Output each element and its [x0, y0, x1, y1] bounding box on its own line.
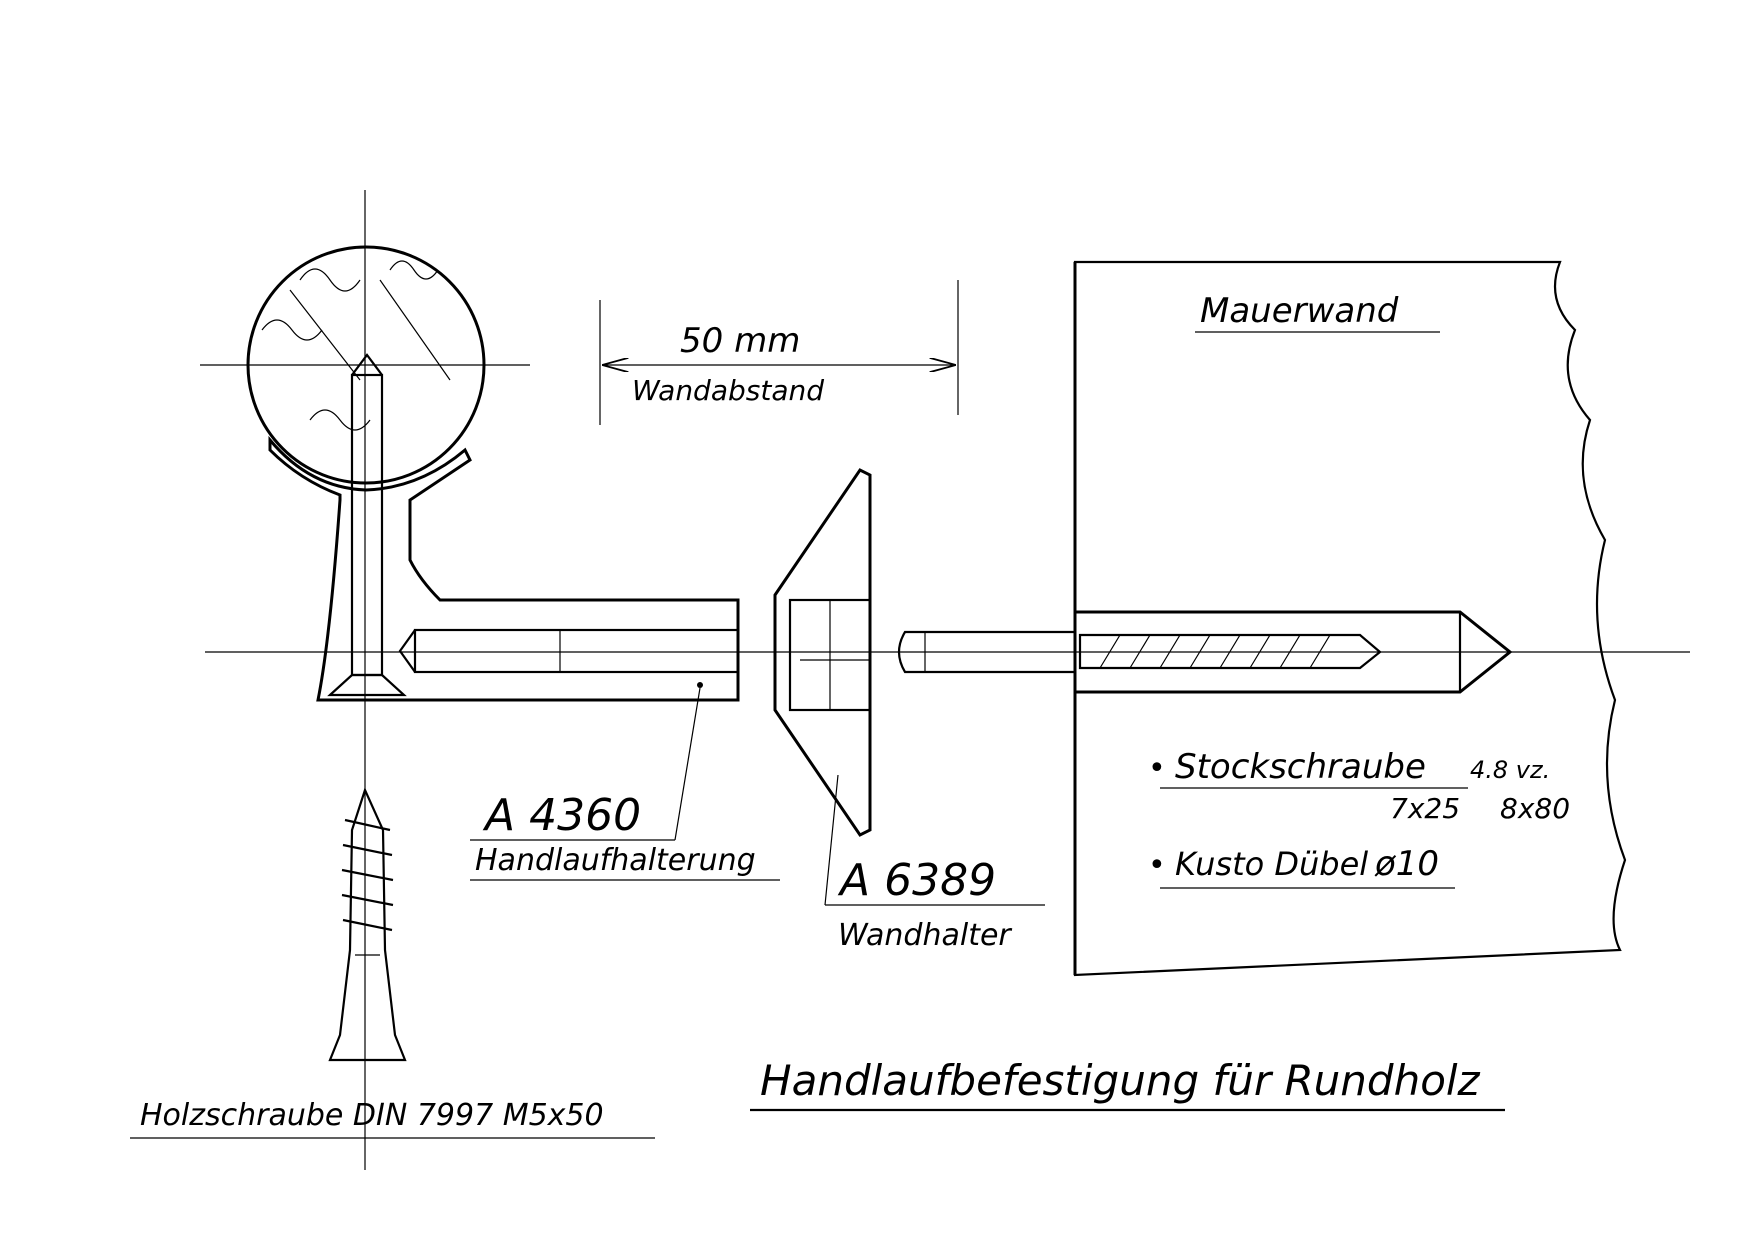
dimension-wall-distance: 50 mm Wandabstand [599, 280, 959, 425]
spec-stockschraube-size1: 7x25 [1390, 792, 1460, 825]
part-number-a6389: A 6389 [837, 855, 996, 906]
wall-label: Mauerwand [1200, 291, 1399, 331]
spec-stockschraube-size2: 8x80 [1500, 792, 1570, 825]
spec-duebel-name: Kusto Dübel [1175, 845, 1368, 883]
stud-screw [897, 630, 1077, 674]
drawing-title: Handlaufbefestigung für Rundholz [760, 1056, 1481, 1105]
dimension-label: Wandabstand [632, 374, 824, 407]
wall-anchor [1073, 610, 1513, 694]
spec-bullet: • [1148, 751, 1166, 786]
part-name-a4360: Handlaufhalterung [475, 843, 756, 878]
wall-holder-a6389 [773, 468, 872, 837]
wood-screw [328, 786, 407, 1062]
spec-duebel: • Kusto Dübel ø10 [1148, 844, 1455, 889]
dimension-value: 50 mm [680, 321, 800, 361]
spec-stockschraube: • Stockschraube 4.8 vz. 7x25 8x80 [1148, 747, 1570, 825]
bracket-a4360 [268, 353, 740, 702]
handrail-round-wood [246, 245, 486, 485]
spec-duebel-size: ø10 [1374, 844, 1439, 884]
spec-stockschraube-grade: 4.8 vz. [1470, 756, 1550, 784]
spec-stockschraube-name: Stockschraube [1175, 747, 1426, 787]
label-a6389: A 6389 Wandhalter [824, 774, 1045, 953]
part-number-a4360: A 4360 [482, 790, 641, 841]
spec-bullet: • [1148, 848, 1166, 883]
label-a4360: A 4360 Handlaufhalterung [470, 687, 780, 881]
center-lines [200, 190, 1690, 1170]
wood-screw-label: Holzschraube DIN 7997 M5x50 [140, 1098, 604, 1133]
part-name-a6389: Wandhalter [838, 918, 1012, 953]
